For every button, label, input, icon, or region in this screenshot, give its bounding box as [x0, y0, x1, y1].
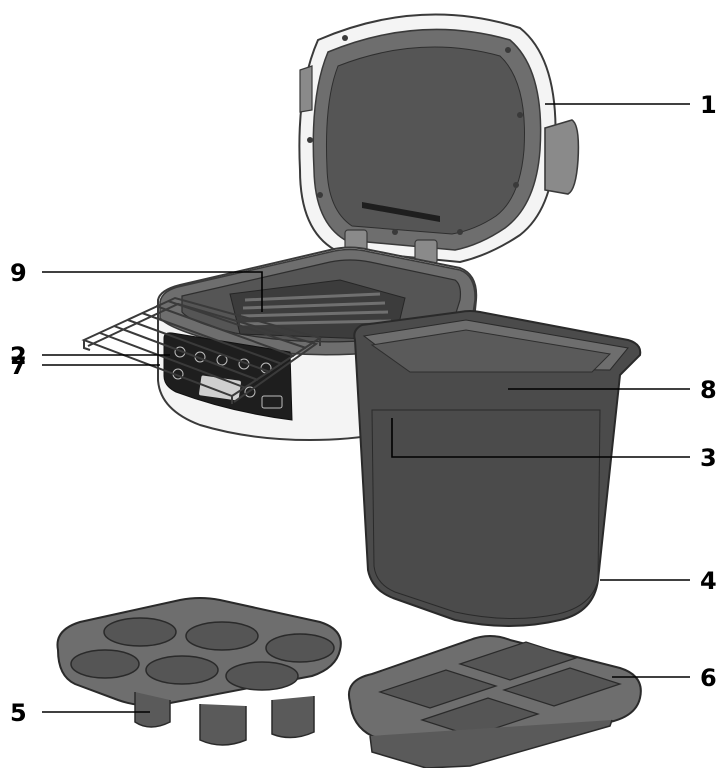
- callout-9: 9: [10, 259, 27, 287]
- callout-6: 6: [700, 664, 717, 692]
- muffin-tray: [57, 598, 340, 745]
- baking-dish: [354, 311, 640, 626]
- callout-7: 7: [10, 352, 27, 380]
- callout-4: 4: [700, 567, 717, 595]
- callout-5: 5: [10, 699, 27, 727]
- callout-1: 1: [700, 91, 717, 119]
- bar-tray: [349, 636, 641, 768]
- callout-3: 3: [700, 444, 717, 472]
- lid: [299, 15, 578, 264]
- callout-8: 8: [700, 376, 717, 404]
